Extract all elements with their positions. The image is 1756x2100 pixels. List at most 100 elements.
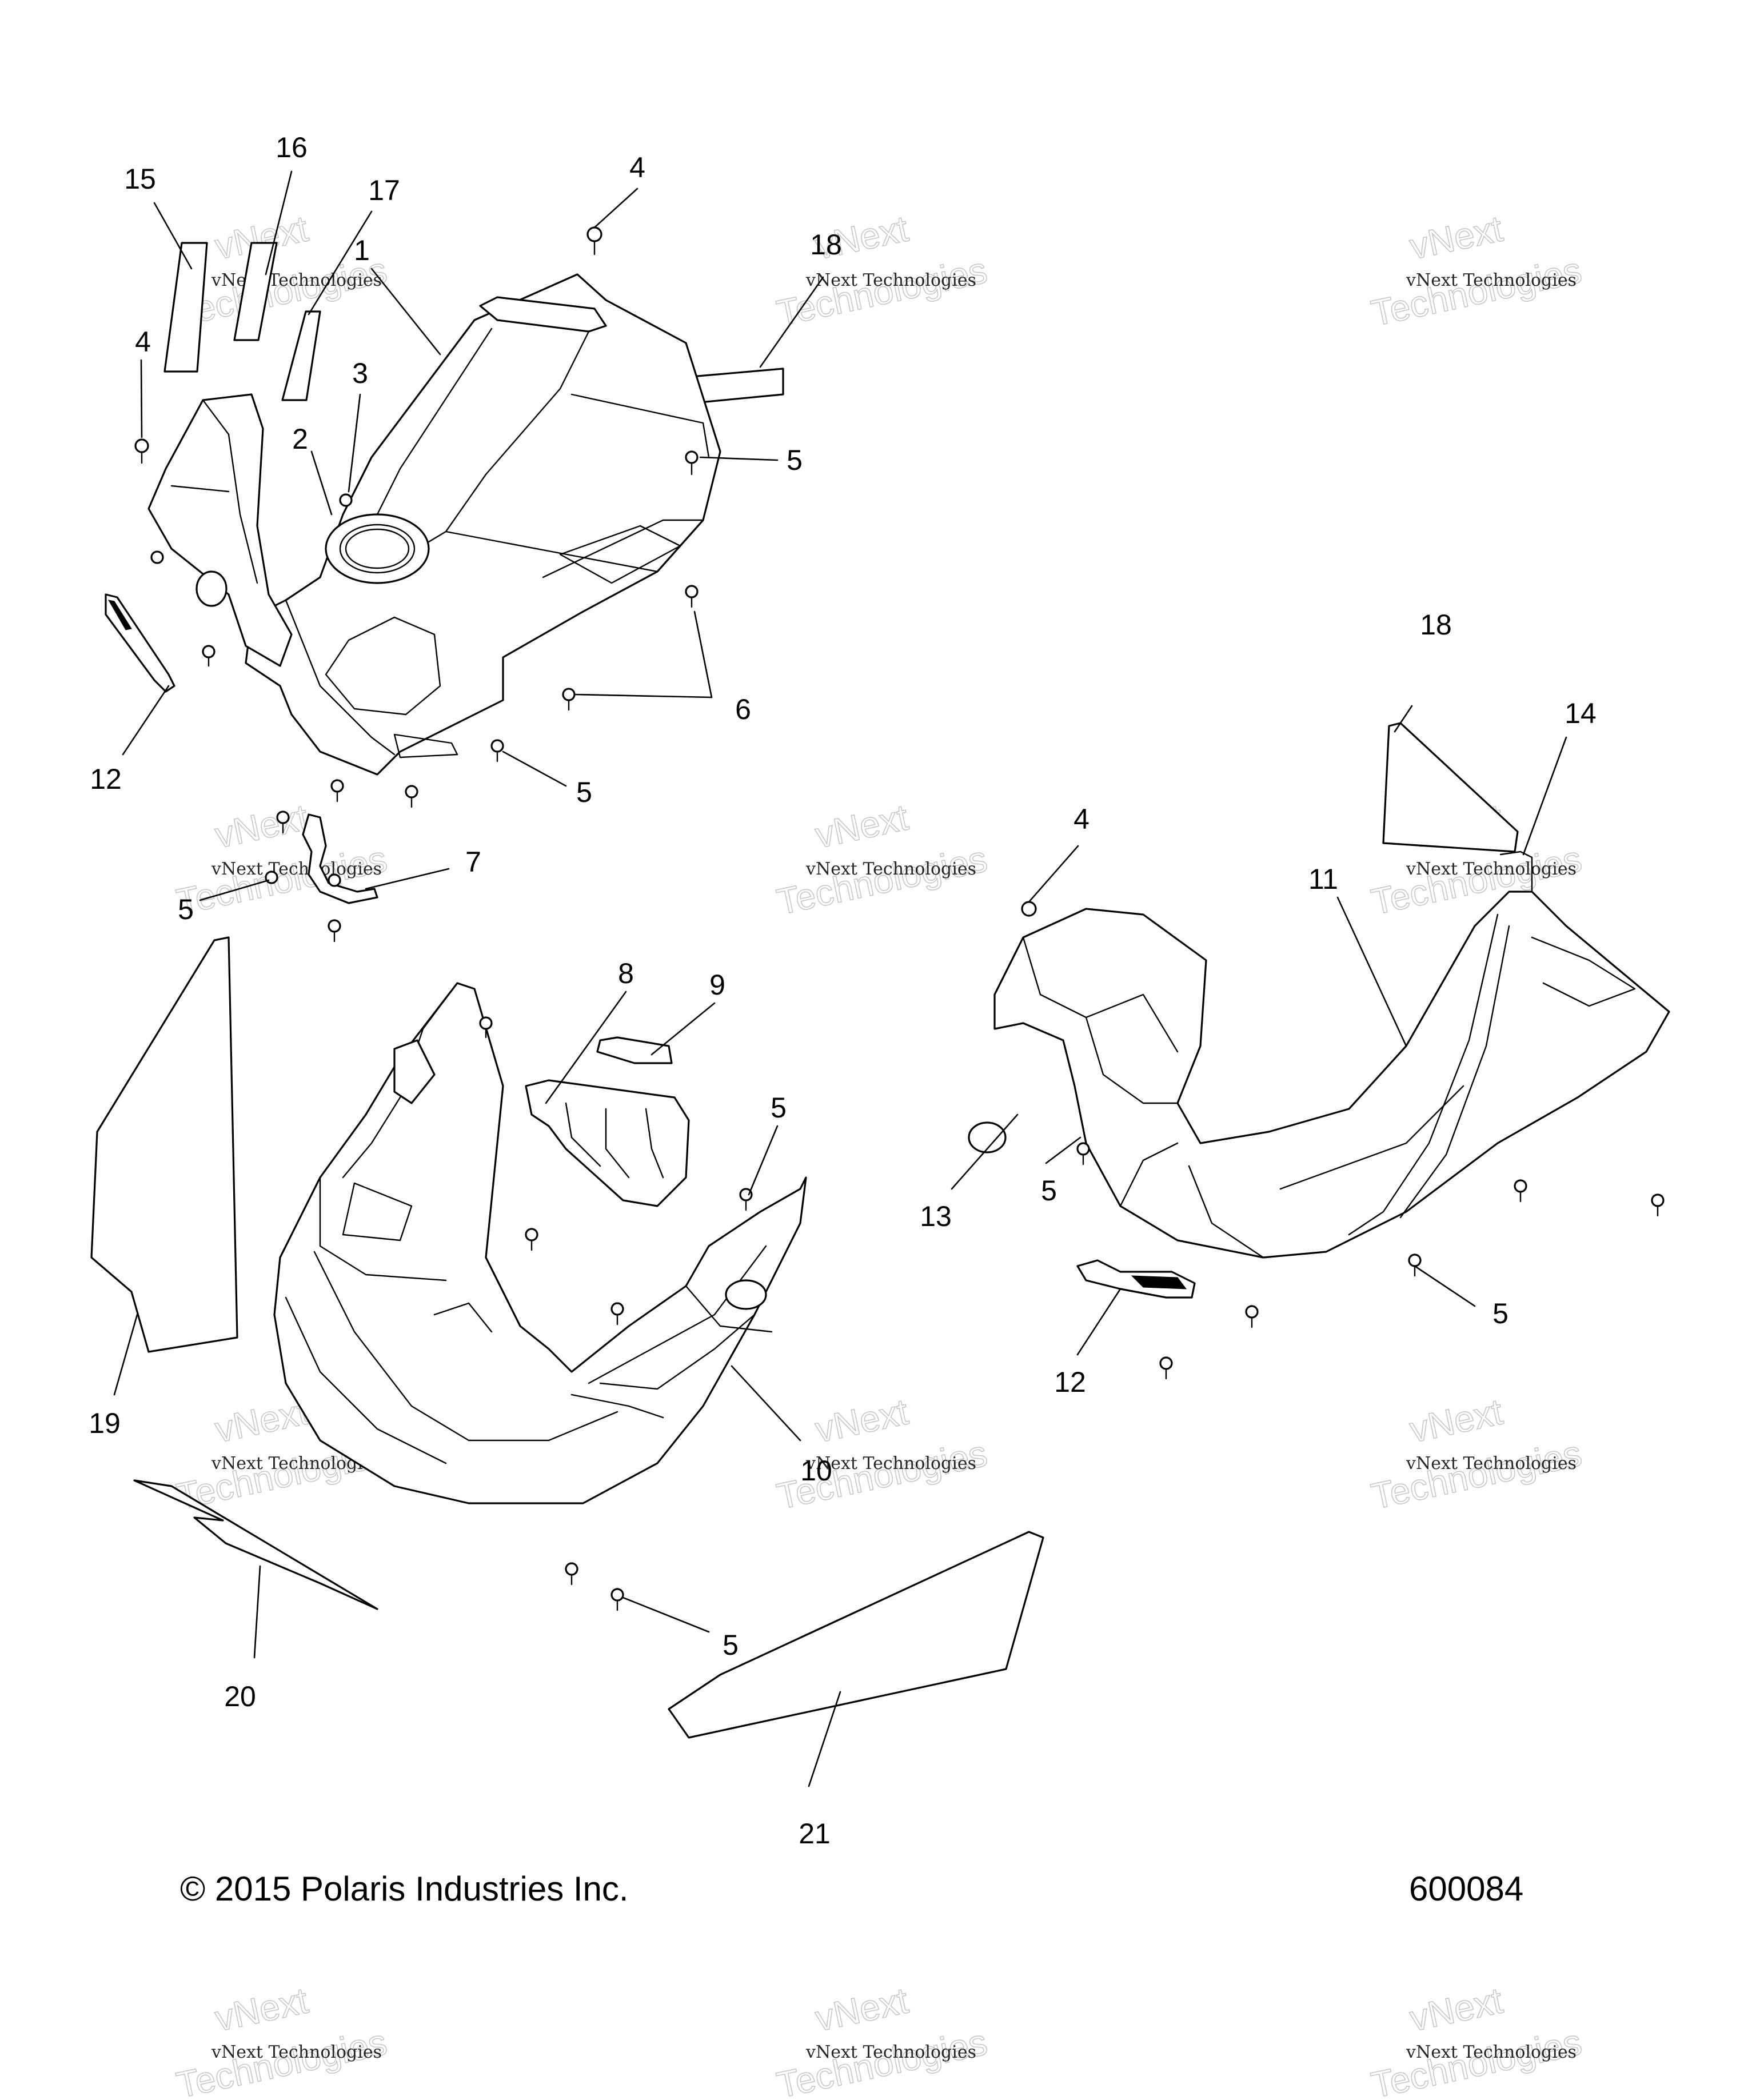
leader bbox=[113, 1314, 138, 1396]
hood-edge bbox=[342, 982, 458, 1179]
callout-12-upper: 12 bbox=[90, 763, 122, 795]
leader-lines bbox=[113, 170, 1567, 1787]
fastener bbox=[1245, 1305, 1259, 1328]
fastener bbox=[276, 811, 290, 834]
callout-4-left: 4 bbox=[135, 326, 151, 358]
callout-5: 5 bbox=[787, 444, 803, 476]
hood-edge bbox=[570, 1394, 664, 1419]
watermark: vNext Technologies vNext Technologies bbox=[773, 796, 991, 923]
leader bbox=[808, 1691, 841, 1787]
hood-scoop bbox=[393, 1039, 436, 1104]
fastener bbox=[150, 550, 164, 564]
fastener bbox=[1651, 1193, 1665, 1217]
air-duct bbox=[147, 393, 293, 667]
callout-labels: 15 16 17 1 4 18 4 3 2 5 6 12 5 7 5 8 9 5… bbox=[89, 131, 1597, 1850]
fastener bbox=[328, 873, 341, 887]
leader bbox=[348, 393, 361, 493]
svg-text:vNext Technologies: vNext Technologies bbox=[1406, 1454, 1577, 1474]
fastener bbox=[1076, 1142, 1090, 1165]
svg-text:vNext Technologies: vNext Technologies bbox=[1406, 270, 1577, 290]
callout-3: 3 bbox=[352, 357, 368, 389]
callout-18-upper: 18 bbox=[810, 229, 842, 261]
decal-21 bbox=[668, 1531, 1044, 1739]
leader bbox=[502, 750, 567, 787]
vent-8 bbox=[525, 1079, 690, 1207]
leader bbox=[545, 991, 627, 1104]
callout-14: 14 bbox=[1565, 697, 1597, 729]
frame-ridge bbox=[325, 616, 441, 716]
callout-7: 7 bbox=[465, 846, 481, 878]
svg-text:vNext: vNext bbox=[1406, 1391, 1506, 1450]
side-panel-edge bbox=[1119, 1142, 1179, 1207]
frame-ridge bbox=[570, 393, 710, 458]
fastener bbox=[610, 1588, 624, 1611]
leader bbox=[153, 202, 193, 270]
fastener bbox=[202, 645, 215, 667]
svg-text:vNext Technologies: vNext Technologies bbox=[211, 270, 382, 290]
fastener bbox=[134, 438, 149, 464]
callout-5: 5 bbox=[771, 1092, 787, 1124]
watermark: vNext Technologies vNext Technologies bbox=[773, 207, 991, 334]
svg-text:Technologies: Technologies bbox=[1368, 1432, 1585, 1517]
svg-text:vNext: vNext bbox=[211, 796, 312, 856]
svg-text:vNext Technologies: vNext Technologies bbox=[211, 859, 382, 879]
upper-body-panel-assembly bbox=[105, 226, 784, 943]
fastener bbox=[685, 450, 699, 476]
leader bbox=[748, 1125, 779, 1196]
side-panel-edge bbox=[1188, 1165, 1264, 1259]
hood-edge bbox=[285, 1296, 447, 1464]
side-panel-edge bbox=[1399, 925, 1510, 1219]
callout-5: 5 bbox=[723, 1629, 739, 1661]
leader bbox=[308, 210, 373, 316]
side-panel bbox=[993, 891, 1670, 1259]
fastener bbox=[339, 493, 353, 507]
leader bbox=[1028, 845, 1079, 903]
leader bbox=[199, 879, 270, 901]
watermark: vNext Technologies vNext Technologies bbox=[1367, 1979, 1586, 2100]
leader bbox=[1522, 736, 1567, 856]
fastener bbox=[1408, 1253, 1422, 1277]
headlight-ring-inner bbox=[345, 528, 410, 569]
copyright-text: © 2015 Polaris Industries Inc. bbox=[180, 1870, 629, 1908]
leader bbox=[1336, 896, 1407, 1047]
side-panel-edge bbox=[1348, 913, 1499, 1236]
callout-4-right: 4 bbox=[1073, 803, 1089, 835]
leader bbox=[1045, 1136, 1081, 1164]
svg-text:Technologies: Technologies bbox=[773, 249, 991, 334]
leader bbox=[140, 359, 143, 438]
fastener bbox=[1514, 1179, 1527, 1203]
hook-14 bbox=[1499, 851, 1533, 893]
hood-vent bbox=[342, 1182, 413, 1241]
callout-5: 5 bbox=[178, 893, 194, 925]
watermark: vNext Technologies vNext Technologies bbox=[1367, 1390, 1586, 1518]
leader bbox=[573, 693, 713, 698]
callout-5: 5 bbox=[576, 776, 592, 808]
side-panel-edge bbox=[1279, 1085, 1464, 1190]
fastener bbox=[490, 739, 504, 762]
callout-12-right: 12 bbox=[1054, 1366, 1086, 1398]
svg-text:Technologies: Technologies bbox=[173, 838, 390, 923]
leader bbox=[370, 268, 441, 356]
svg-text:vNext: vNext bbox=[1406, 207, 1506, 267]
callout-21: 21 bbox=[799, 1818, 831, 1850]
air-duct-edge bbox=[170, 485, 230, 493]
callout-11: 11 bbox=[1308, 863, 1338, 895]
fastener bbox=[586, 226, 602, 255]
watermark: vNext Technologies vNext Technologies bbox=[1367, 207, 1586, 334]
callout-4-upper: 4 bbox=[629, 151, 645, 183]
svg-text:vNext Technologies: vNext Technologies bbox=[805, 859, 976, 879]
fastener bbox=[610, 1302, 624, 1326]
callout-1: 1 bbox=[354, 234, 370, 266]
callout-10: 10 bbox=[800, 1455, 832, 1487]
leader bbox=[122, 685, 170, 756]
frame-ridge bbox=[445, 530, 658, 573]
fastener bbox=[479, 1016, 493, 1039]
leader bbox=[731, 1365, 801, 1442]
hood-edge bbox=[588, 1245, 767, 1384]
decal-17 bbox=[281, 310, 321, 401]
callout-16: 16 bbox=[276, 131, 308, 163]
decal-16 bbox=[233, 242, 278, 341]
strap-texture bbox=[1131, 1275, 1187, 1289]
svg-text:vNext: vNext bbox=[1406, 1979, 1506, 2039]
